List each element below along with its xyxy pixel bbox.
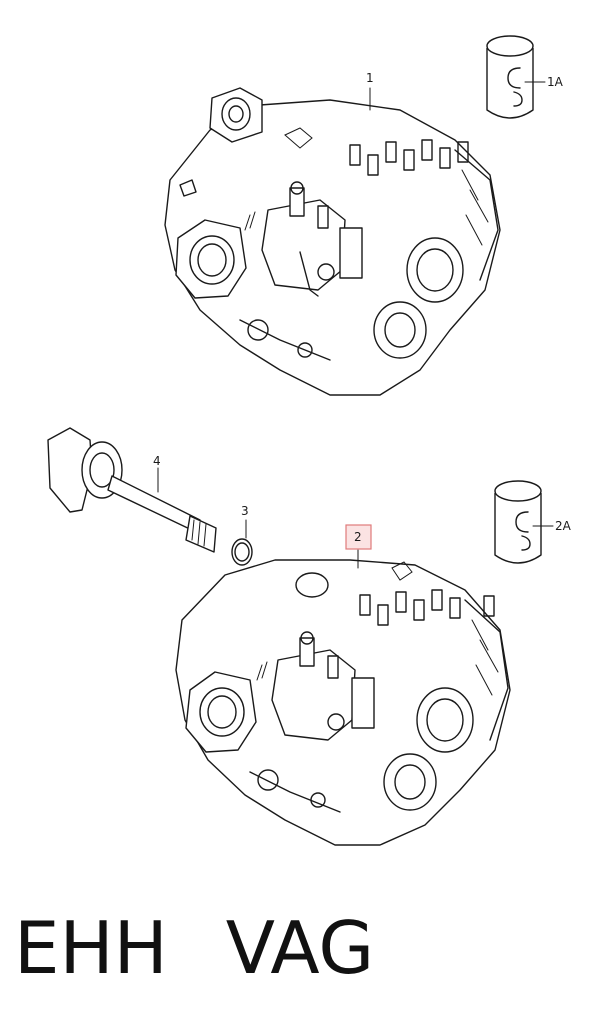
callout-part-1: 1 — [366, 71, 374, 85]
callout-part-3: 3 — [241, 504, 249, 518]
oil-can-1a: 1A — [486, 35, 564, 119]
gearbox-assembly-2: 2 — [175, 524, 511, 846]
footer-label: EHH VAG — [14, 898, 594, 1008]
callout-part-4: 4 — [153, 454, 161, 468]
footer-code: EHH — [14, 906, 168, 990]
callout-part-1a: 1A — [547, 75, 564, 89]
callout-part-2-highlight — [345, 524, 372, 550]
footer-brand: VAG — [225, 906, 375, 990]
gearbox-assembly-1: 1 — [164, 71, 501, 396]
drive-shaft-4: 4 — [47, 427, 217, 553]
oil-can-2a: 2A — [494, 480, 572, 564]
callout-part-2: 2 — [354, 530, 362, 544]
callout-part-2a: 2A — [555, 519, 572, 533]
o-ring-3: 3 — [231, 504, 253, 566]
